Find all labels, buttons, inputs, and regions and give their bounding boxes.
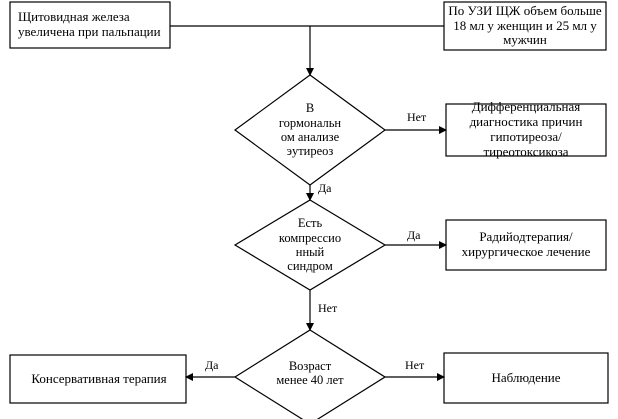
- hormone-decision-text: В гормональном анализе эутиреоз: [278, 101, 342, 159]
- conservative-box: [9, 354, 187, 404]
- differential-box: [445, 103, 607, 157]
- radiotherapy-box: [445, 219, 607, 271]
- compression-decision-text: Есть компрессионный синдром: [278, 216, 342, 274]
- age-decision-diamond: [233, 329, 387, 419]
- start-box: [9, 1, 171, 49]
- observation-node-text: Наблюдение: [491, 369, 561, 385]
- ultrasound-node-text: По УЗИ ЩЖ объем больше 18 мл у женщин и …: [448, 2, 602, 48]
- age-decision-text: Возраст менее 40 лет: [276, 358, 344, 387]
- ultrasound-box: [443, 1, 607, 51]
- compression-no-label: Нет: [318, 301, 338, 315]
- conservative-node-text: Консервативная терапия: [31, 370, 167, 386]
- age-yes-label: Да: [205, 358, 219, 372]
- differential-node-text: Дифференциальная диагностика причин гипо…: [469, 99, 583, 159]
- hormone-yes-label: Да: [318, 181, 332, 195]
- radiotherapy-node-text: Радийодтерапия/хирургическое лечение: [461, 229, 591, 259]
- hormone-no-label: Нет: [407, 110, 427, 124]
- age-no-label: Нет: [405, 358, 425, 372]
- start-node-text: Щитовидная железа увеличена при пальпаци…: [18, 9, 161, 39]
- compression-yes-label: Да: [407, 228, 421, 242]
